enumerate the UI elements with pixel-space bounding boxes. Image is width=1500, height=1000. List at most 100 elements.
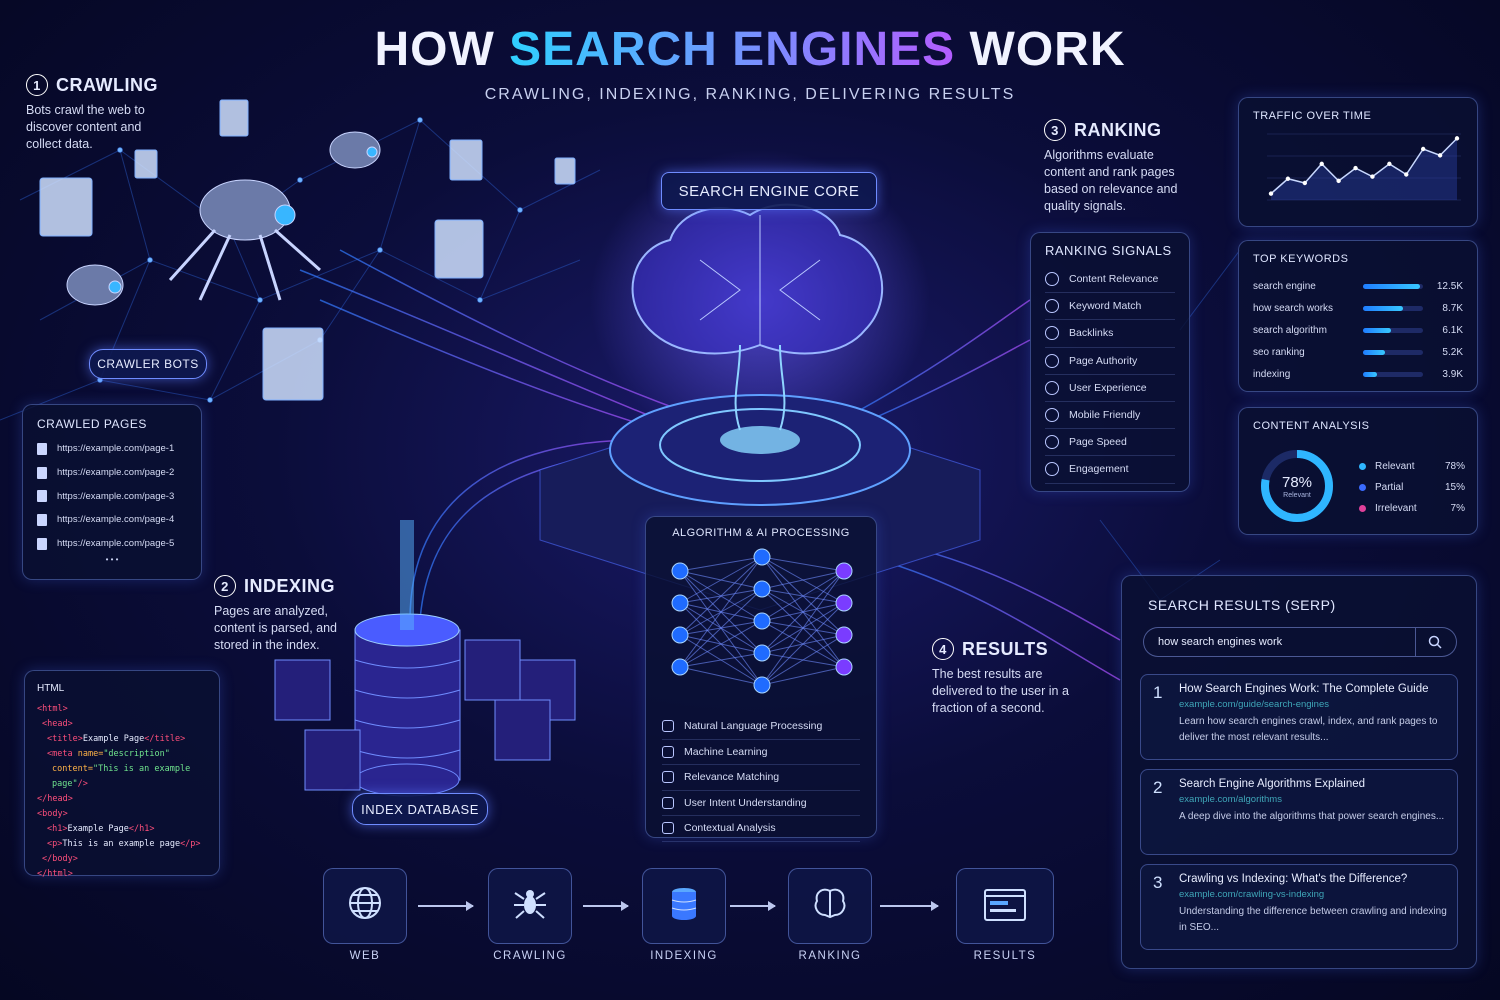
traffic-point [1370,174,1375,179]
panel-title: TRAFFIC OVER TIME [1253,110,1372,122]
ranking-signal-item: Page Speed [1045,429,1175,457]
crawled-page-item[interactable]: https://example.com/page-2 [37,461,187,485]
crawled-page-item[interactable]: https://example.com/page-4 [37,508,187,532]
page-icon [37,442,47,455]
step-title: INDEXING [244,575,336,596]
title-part: WORK [955,23,1126,76]
crawled-page-item[interactable]: https://example.com/page-1 [37,437,187,461]
signal-icon [1045,435,1059,450]
traffic-point [1285,176,1291,181]
panel-title: HTML [37,683,65,694]
more-indicator: • • • [105,555,119,565]
code-line: <html> [37,704,68,714]
nn-node [835,562,853,580]
result-rank: 1 [1153,683,1163,702]
ranking-signal-item: User Experience [1045,375,1175,402]
browser-window-icon [984,885,1026,928]
keyword-value: 5.2K [1442,346,1463,358]
traffic-point [1336,178,1341,184]
page-icon [37,513,47,526]
crawled-page-item[interactable]: https://example.com/page-5 [37,532,187,556]
page-url: https://example.com/page-5 [57,538,175,550]
result-url[interactable]: example.com/guide/search-engines [1179,699,1329,710]
page-icon [37,466,47,479]
panel-title: CRAWLED PAGES [37,417,147,431]
flow-arrow-icon [880,902,939,910]
traffic-point [1302,180,1308,186]
keyword-bar [1363,327,1423,333]
result-title[interactable]: Crawling vs Indexing: What's the Differe… [1179,873,1408,885]
result-snippet: Learn how search engines crawl, index, a… [1179,716,1438,743]
legend-dot [1359,505,1366,512]
flow-step-label: CRAWLING [493,950,567,962]
panel-title: SEARCH RESULTS (SERP) [1148,597,1336,613]
keyword-label: search engine [1253,280,1316,292]
result-url[interactable]: example.com/crawling-vs-indexing [1179,889,1325,900]
serp-panel: SEARCH RESULTS (SERP) how search engines… [1121,575,1477,969]
flow-step-web [323,868,407,944]
traffic-point [1454,136,1460,141]
signal-icon [1045,408,1059,423]
keyword-bar-fill [1363,371,1378,377]
keyword-value: 8.7K [1442,302,1463,314]
step-number: 2 [214,575,236,597]
crawler-bot-icon [66,131,381,306]
flow-arrow-icon [730,902,776,910]
flow-step-results [956,868,1054,944]
result-rank: 2 [1153,778,1163,797]
brain-icon [812,885,848,928]
crawled-page-item[interactable]: https://example.com/page-3 [37,484,187,508]
ranking-signal-item: Engagement [1045,456,1175,484]
signal-label: Keyword Match [1069,300,1142,313]
keyword-bar [1363,305,1423,311]
traffic-panel: TRAFFIC OVER TIME [1238,97,1478,227]
search-icon[interactable] [1415,628,1442,656]
code-line: <h1>Example Page</h1> [47,824,155,834]
legend-label: Partial [1375,482,1404,493]
serp-result[interactable]: 1 How Search Engines Work: The Complete G… [1140,674,1458,760]
legend-label: Irrelevant [1375,503,1417,514]
result-url[interactable]: example.com/algorithms [1179,794,1282,805]
ai-item-icon [662,771,674,784]
keyword-label: seo ranking [1253,346,1305,358]
page-subtitle: CRAWLING, INDEXING, RANKING, DELIVERING … [484,86,1016,103]
signal-icon [1045,353,1059,368]
step-title: RESULTS [962,638,1049,659]
crawler-bots-label: CRAWLER BOTS [89,349,207,379]
flow-step-label: RANKING [798,950,862,962]
code-line: content="This is an example page"/> [52,764,191,789]
step-number: 1 [26,74,48,96]
panel-title: ALGORITHM & AI PROCESSING [672,527,850,539]
result-snippet: Understanding the difference between cra… [1179,906,1447,933]
signal-icon [1045,380,1059,395]
serp-result[interactable]: 2 Search Engine Algorithms Explained examp… [1140,769,1458,855]
signal-label: Content Relevance [1069,273,1159,286]
traffic-point [1420,146,1426,152]
traffic-point [1404,172,1409,177]
keyword-row: seo ranking 5.2K [1253,341,1463,363]
keyword-value: 3.9K [1442,368,1463,380]
flow-step-label: WEB [349,950,381,962]
step-desc: Bots crawl the web to discover content a… [26,103,145,151]
result-title[interactable]: Search Engine Algorithms Explained [1179,778,1366,790]
neural-network-icon [671,548,853,694]
signal-label: User Experience [1069,381,1147,394]
nn-node [671,626,689,644]
result-title[interactable]: How Search Engines Work: The Complete Gu… [1179,683,1429,695]
ai-item-label: Contextual Analysis [684,822,776,835]
step-title: RANKING [1074,119,1162,140]
page-url: https://example.com/page-4 [57,514,175,526]
donut-label: Relevant [1283,492,1311,499]
search-input[interactable]: how search engines work [1143,627,1457,657]
nn-node [753,612,771,630]
code-line: <title>Example Page</title> [47,734,186,744]
code-line: <head> [42,719,73,729]
flow-arrow-icon [418,902,474,910]
